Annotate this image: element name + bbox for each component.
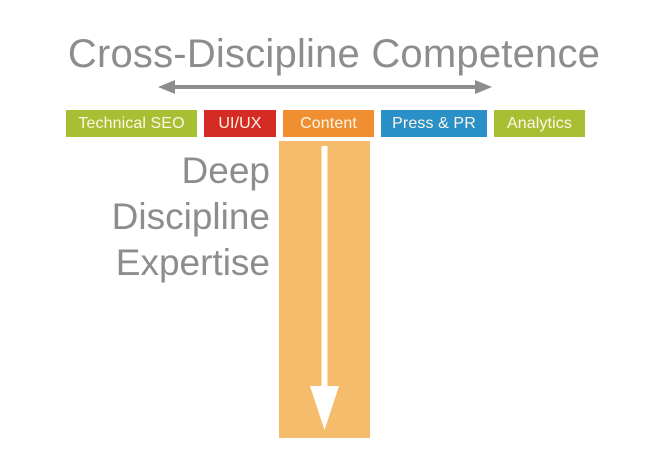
- breadth-arrow: [158, 76, 492, 98]
- category-chip-press-pr[interactable]: Press & PR: [381, 110, 487, 137]
- diagram-title: Cross-Discipline Competence: [67, 32, 601, 76]
- category-chip-technical-seo[interactable]: Technical SEO: [66, 110, 197, 137]
- vertical-down-arrow-icon: [310, 143, 339, 430]
- category-chip-content[interactable]: Content: [283, 110, 374, 137]
- horizontal-double-arrow-icon: [158, 80, 492, 94]
- depth-arrow: [279, 143, 370, 434]
- category-chip-analytics[interactable]: Analytics: [494, 110, 585, 137]
- depth-label: Deep Discipline Expertise: [60, 148, 270, 286]
- depth-label-line-3: Expertise: [115, 242, 270, 283]
- category-chip-ui-ux[interactable]: UI/UX: [204, 110, 276, 137]
- category-label: Analytics: [507, 114, 572, 132]
- category-label: Press & PR: [392, 114, 476, 132]
- depth-label-line-2: Discipline: [111, 196, 270, 237]
- depth-label-line-1: Deep: [181, 150, 270, 191]
- category-label: Content: [300, 114, 357, 132]
- category-row: Technical SEO UI/UX Content Press & PR A…: [66, 110, 585, 137]
- category-label: UI/UX: [218, 114, 262, 132]
- category-label: Technical SEO: [78, 114, 185, 132]
